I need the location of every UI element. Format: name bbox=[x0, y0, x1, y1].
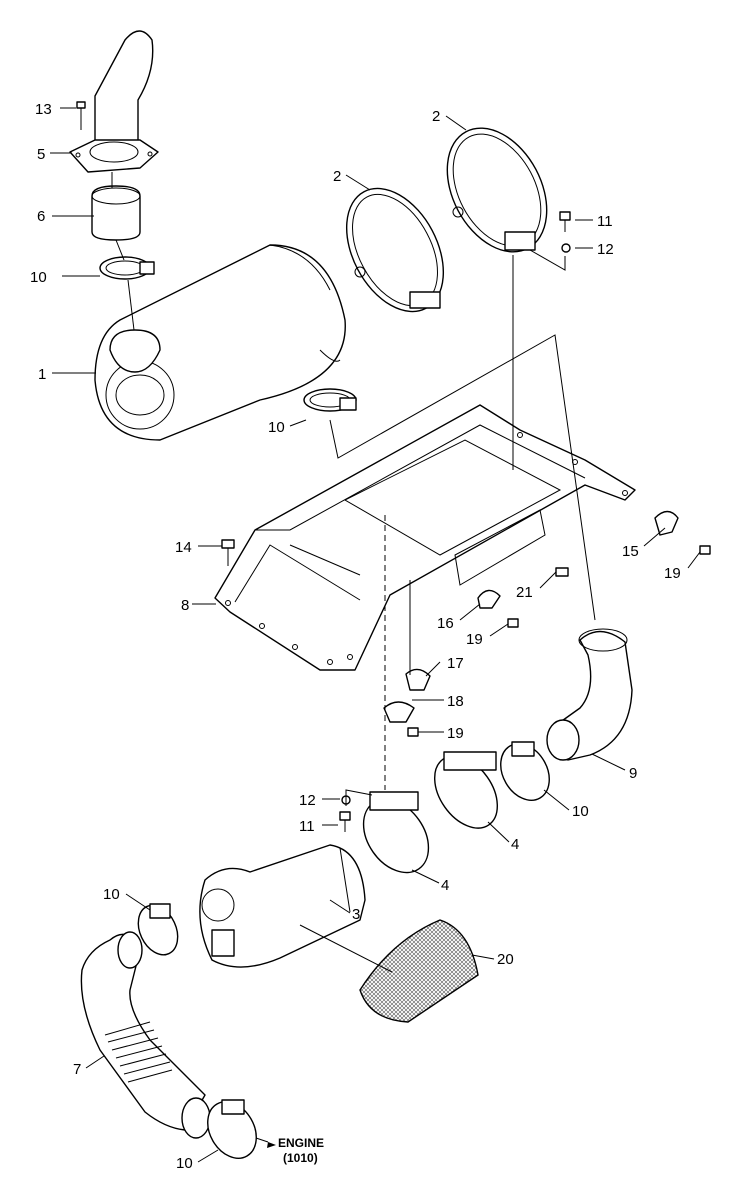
clip-18 bbox=[383, 701, 415, 723]
clamp-4-lower bbox=[362, 791, 430, 874]
callout-6: 6 bbox=[37, 208, 45, 225]
bolt-14 bbox=[221, 539, 235, 566]
strap-2-left bbox=[345, 187, 445, 313]
callout-11-top: 11 bbox=[597, 213, 613, 230]
callout-19-middle: 19 bbox=[466, 631, 483, 648]
engine-label: ENGINE bbox=[278, 1136, 324, 1150]
callout-7: 7 bbox=[73, 1061, 81, 1078]
clip-15 bbox=[654, 510, 679, 536]
callout-3: 3 bbox=[352, 906, 360, 923]
clamp-10-middle bbox=[500, 741, 550, 801]
engine-ref: (1010) bbox=[283, 1151, 318, 1165]
bolt-19-middle bbox=[507, 618, 519, 628]
callout-10-muffler: 10 bbox=[268, 419, 285, 436]
clamp-10-top bbox=[99, 256, 155, 280]
mounting-bracket-8 bbox=[214, 404, 636, 671]
bolt-11-top bbox=[559, 211, 571, 232]
callout-1: 1 bbox=[38, 366, 46, 383]
callout-13: 13 bbox=[35, 101, 52, 118]
bolt-11-lower bbox=[339, 811, 351, 832]
washer-12-top bbox=[561, 243, 571, 253]
flex-pipe-7 bbox=[80, 931, 211, 1139]
callout-9: 9 bbox=[629, 765, 637, 782]
callout-19-lower: 19 bbox=[447, 725, 464, 742]
callout-10-middle: 10 bbox=[572, 803, 589, 820]
bolt-19-lower bbox=[407, 727, 419, 737]
clip-16 bbox=[477, 589, 501, 609]
clamp-10-bottom bbox=[207, 1099, 257, 1159]
callout-21: 21 bbox=[516, 584, 533, 601]
strap-2-right bbox=[446, 127, 548, 253]
callout-18: 18 bbox=[447, 693, 464, 710]
clamp-10-left bbox=[137, 903, 179, 956]
callout-11-lower: 11 bbox=[299, 818, 315, 835]
callouts: 13 5 6 10 1 10 2 2 11 12 14 8 15 19 21 1… bbox=[30, 101, 681, 1172]
catalyst-3 bbox=[199, 844, 366, 968]
callout-12-lower: 12 bbox=[299, 792, 316, 809]
clamp-4-upper bbox=[433, 751, 499, 829]
callout-5: 5 bbox=[37, 146, 45, 163]
callout-2-left: 2 bbox=[333, 168, 341, 185]
callout-2-right: 2 bbox=[432, 108, 440, 125]
bolt-13 bbox=[76, 101, 86, 130]
heat-shield-20 bbox=[359, 919, 479, 1023]
bolt-19-right bbox=[699, 545, 711, 555]
exhaust-stack bbox=[69, 30, 159, 173]
callout-20: 20 bbox=[497, 951, 514, 968]
callout-4-lower: 4 bbox=[441, 877, 449, 894]
callout-14: 14 bbox=[175, 539, 192, 556]
callout-19-right: 19 bbox=[664, 565, 681, 582]
assembly-lines bbox=[111, 172, 596, 973]
adapter-6 bbox=[91, 185, 141, 241]
elbow-pipe-9 bbox=[546, 628, 633, 761]
clamp-10-muffler bbox=[303, 388, 357, 412]
callout-12-top: 12 bbox=[597, 241, 614, 258]
callout-10-bottom: 10 bbox=[176, 1155, 193, 1172]
callout-8: 8 bbox=[181, 597, 189, 614]
callout-16: 16 bbox=[437, 615, 454, 632]
bolt-21 bbox=[555, 567, 569, 577]
callout-17: 17 bbox=[447, 655, 464, 672]
muffler-1 bbox=[94, 244, 346, 441]
callout-10-top: 10 bbox=[30, 269, 47, 286]
callout-15: 15 bbox=[622, 543, 639, 560]
callout-4-upper: 4 bbox=[511, 836, 519, 853]
leader-lines bbox=[50, 107, 701, 1163]
callout-10-left: 10 bbox=[103, 886, 120, 903]
